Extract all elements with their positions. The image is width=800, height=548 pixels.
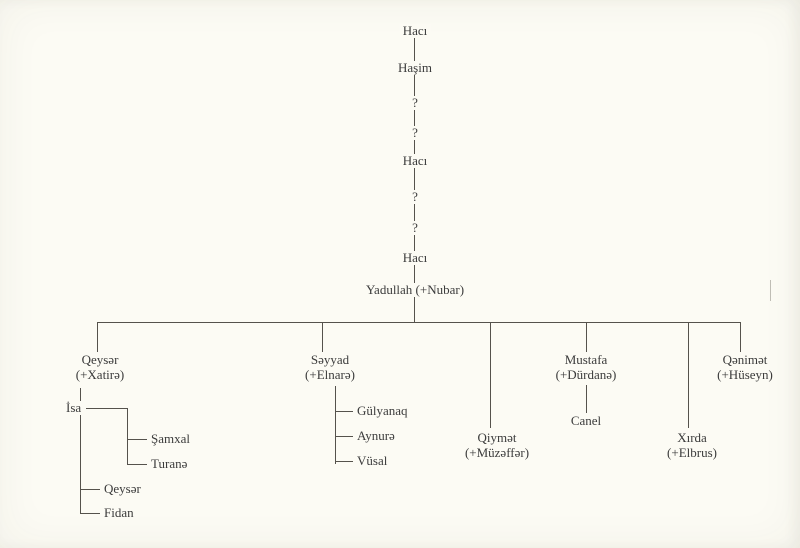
connector-tick-aynure bbox=[335, 436, 353, 437]
child-block-qiymet: Qiymət (+Müzəffər) bbox=[442, 430, 552, 460]
ancestor-label: ? bbox=[409, 221, 421, 235]
ancestor-label: ? bbox=[409, 126, 421, 140]
connector-drop-seyyad bbox=[322, 322, 323, 352]
connector-tick-vusal bbox=[335, 461, 353, 462]
child-name: Qeysər bbox=[81, 352, 119, 367]
child-block-seyyad: Səyyad (+Elnarə) bbox=[275, 352, 385, 382]
connector-drop-qiymet bbox=[490, 322, 491, 428]
spouse-label: (+Elbrus) bbox=[667, 445, 717, 460]
spouse-label: (+Dürdanə) bbox=[555, 367, 617, 382]
descendant-label: İsa bbox=[63, 401, 85, 415]
connector-qeyser-bracket bbox=[80, 388, 81, 514]
connector-drop-qenimet bbox=[740, 322, 741, 352]
descendant-label: Qeysər bbox=[104, 481, 141, 496]
descendant-label: Canel bbox=[570, 413, 602, 428]
ancestor-label: Hacı bbox=[399, 24, 431, 38]
connector-generation-bar bbox=[97, 322, 741, 323]
ancestor-label: Hacı bbox=[399, 251, 431, 265]
spouse-label: (+Hüseyn) bbox=[717, 367, 773, 382]
child-block-qeyser: Qeysər (+Xatirə) bbox=[45, 352, 155, 382]
connector-drop-mustafa bbox=[586, 322, 587, 352]
connector-seyyad-bracket bbox=[335, 386, 336, 464]
connector-tick-turane bbox=[127, 464, 147, 465]
connector-drop-qeyser bbox=[97, 322, 98, 352]
child-name: Xırda bbox=[677, 430, 707, 445]
descendant-label: Fidan bbox=[104, 505, 134, 520]
child-name: Mustafa bbox=[564, 352, 608, 367]
descendant-label: Gülyanaq bbox=[357, 403, 408, 418]
child-block-qenimet: Qənimət (+Hüseyn) bbox=[690, 352, 800, 382]
descendant-label: Turanə bbox=[151, 456, 188, 471]
root-label: Yadullah (+Nubar) bbox=[362, 283, 468, 297]
descendant-label: Şamxal bbox=[151, 431, 190, 446]
connector-drop-xirda bbox=[688, 322, 689, 428]
ancestor-label: Haşim bbox=[395, 61, 435, 75]
ancestor-label: ? bbox=[409, 96, 421, 110]
ancestor-label: Hacı bbox=[399, 154, 431, 168]
connector-isa-bracket bbox=[127, 408, 128, 465]
connector-tick-gulyanaq bbox=[335, 411, 353, 412]
connector-isa-branch bbox=[86, 408, 127, 409]
connector-tick-qeyser-jr bbox=[80, 489, 100, 490]
scan-artifact-line bbox=[770, 280, 771, 301]
spouse-label: (+Müzəffər) bbox=[464, 445, 530, 460]
child-block-mustafa: Mustafa (+Dürdanə) bbox=[531, 352, 641, 382]
descendant-label: Vüsal bbox=[357, 453, 388, 468]
spouse-label: (+Elnarə) bbox=[305, 367, 355, 382]
spouse-label: (+Xatirə) bbox=[75, 367, 125, 382]
descendant-label: Aynurə bbox=[357, 428, 395, 443]
child-name: Qənimət bbox=[722, 352, 768, 367]
connector-tick-fidan bbox=[80, 513, 100, 514]
child-block-xirda: Xırda (+Elbrus) bbox=[637, 430, 747, 460]
connector-ancestor-chain-line bbox=[414, 36, 415, 323]
child-name: Qiymət bbox=[477, 430, 517, 445]
connector-tick-samxal bbox=[127, 439, 147, 440]
child-name: Səyyad bbox=[310, 352, 350, 367]
connector-mustafa-canel bbox=[586, 385, 587, 413]
ancestor-label: ? bbox=[409, 190, 421, 204]
descendant-block-canel: Canel bbox=[531, 413, 641, 428]
